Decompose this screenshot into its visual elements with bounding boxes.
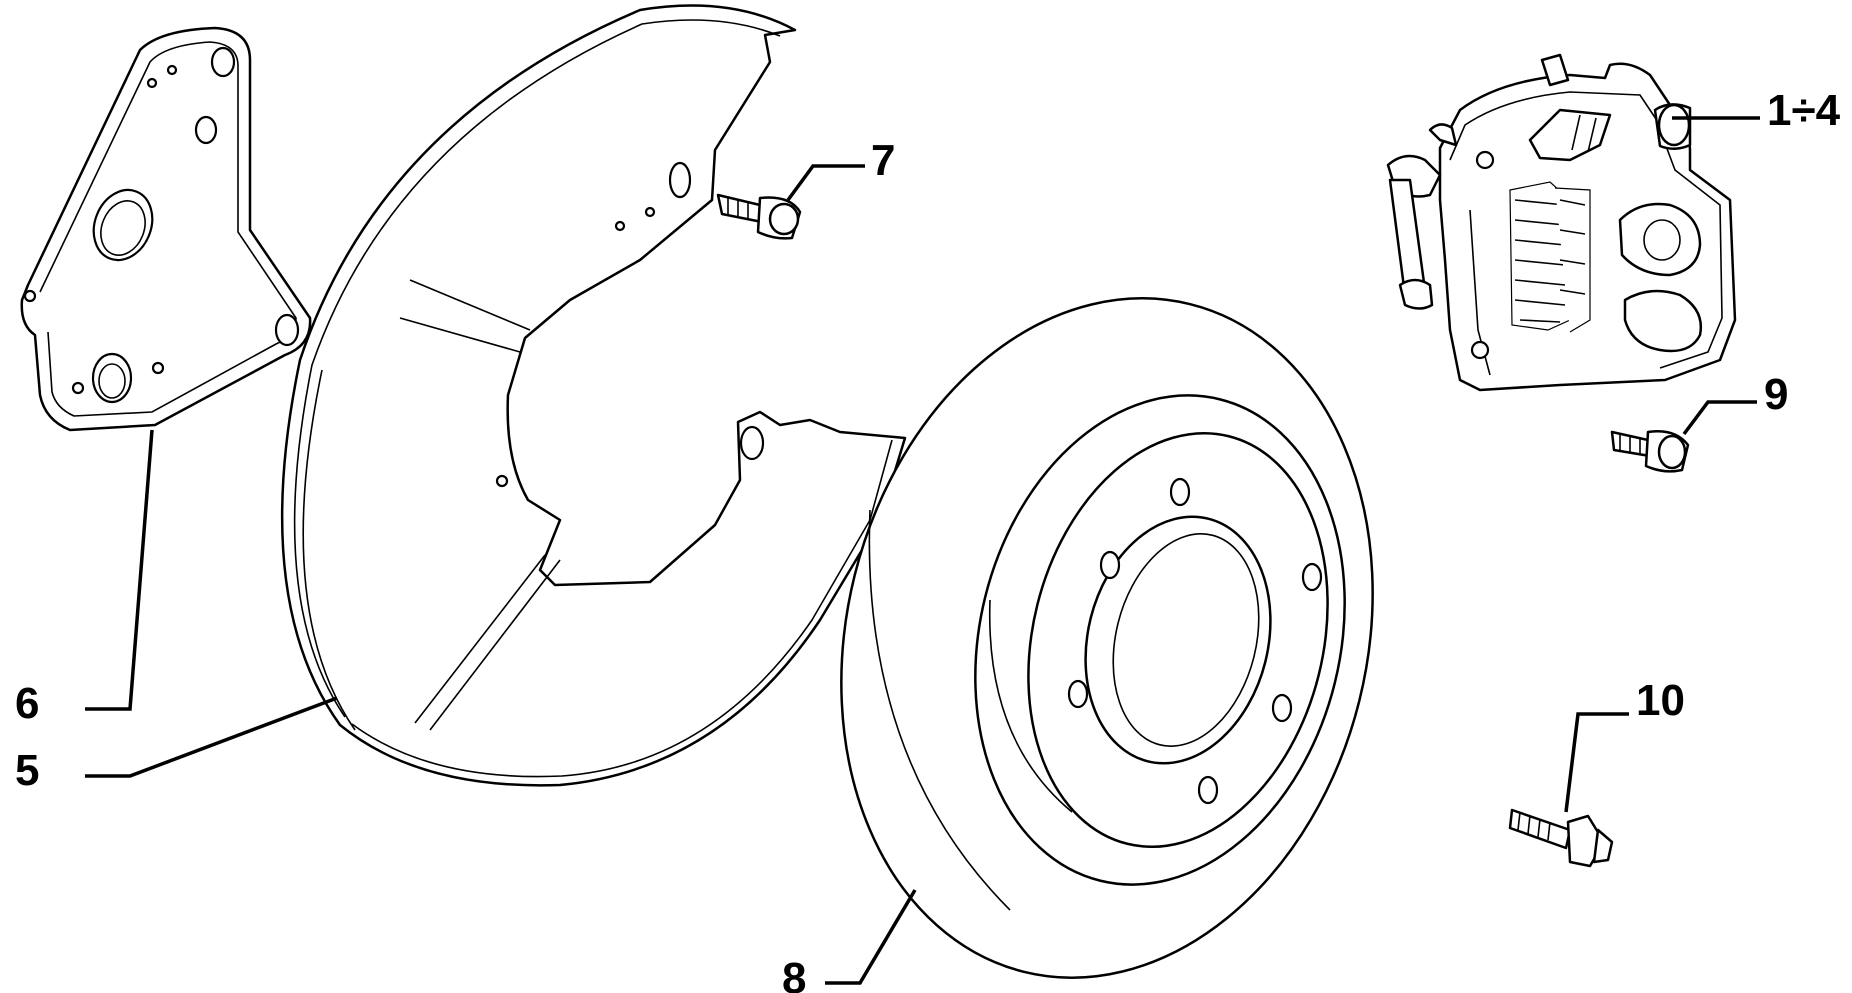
callout-labels: 1÷4 5 6 7 8 9 10: [15, 86, 1841, 993]
leader-9: [1682, 400, 1757, 436]
dust-shield: [280, 4, 907, 787]
leader-6: [85, 429, 154, 711]
callout-5: 5: [15, 746, 39, 795]
mounting-bracket-plate: [20, 26, 312, 432]
leader-5: [85, 696, 338, 778]
bolt-caliper: [1610, 430, 1690, 473]
callout-7: 7: [871, 136, 895, 185]
brake-disc: [840, 297, 1374, 979]
callout-6: 6: [15, 679, 39, 728]
leader-10: [1564, 712, 1629, 813]
leader-7: [786, 164, 865, 202]
bolt-shield: [716, 193, 802, 240]
callout-8: 8: [782, 954, 806, 993]
bolt-long: [1508, 808, 1614, 868]
brake-caliper-assembly: [1386, 53, 1737, 392]
leader-8: [825, 889, 917, 985]
callout-1-4: 1÷4: [1767, 86, 1841, 135]
callout-10: 10: [1636, 676, 1685, 725]
leader-lines: [85, 116, 1760, 985]
callout-9: 9: [1764, 370, 1788, 419]
